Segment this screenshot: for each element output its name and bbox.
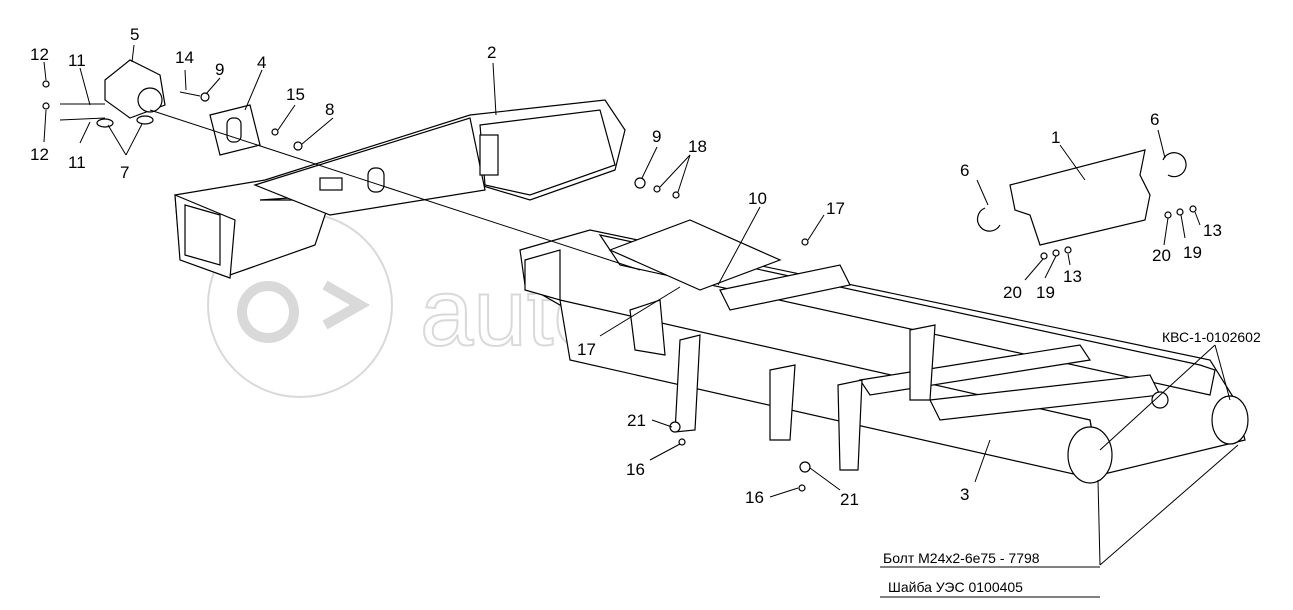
label-21-left: 21 bbox=[627, 411, 646, 430]
label-19-right: 19 bbox=[1183, 243, 1202, 262]
note-kbc: КВС-1-0102602 bbox=[1162, 329, 1261, 345]
label-4: 4 bbox=[257, 53, 266, 72]
label-18: 18 bbox=[688, 137, 707, 156]
label-11-bottom: 11 bbox=[68, 153, 86, 172]
label-2: 2 bbox=[487, 43, 496, 62]
label-17-top: 17 bbox=[826, 199, 845, 218]
label-13-left: 13 bbox=[1063, 267, 1082, 286]
label-14: 14 bbox=[175, 48, 194, 67]
note-washer: Шайба УЭС 0100405 bbox=[888, 579, 1023, 595]
part-notes: КВС-1-0102602 Болт М24х2-6е75 - 7798 Шай… bbox=[883, 329, 1261, 595]
label-1: 1 bbox=[1051, 128, 1060, 147]
alignment-line bbox=[149, 109, 641, 271]
label-20-right: 20 bbox=[1152, 246, 1171, 265]
label-7: 7 bbox=[120, 163, 129, 182]
hardware-points bbox=[634, 177, 1197, 492]
label-12-bottom: 12 bbox=[30, 145, 49, 164]
label-16-left: 16 bbox=[626, 460, 645, 479]
leader-lines bbox=[43, 44, 1239, 598]
label-15: 15 bbox=[286, 85, 305, 104]
note-bolt: Болт М24х2-6е75 - 7798 bbox=[883, 550, 1040, 566]
part-labels: 5 2 12 11 14 9 4 15 8 12 11 7 9 18 10 17… bbox=[30, 25, 1222, 509]
label-5: 5 bbox=[130, 25, 139, 44]
label-9-left: 9 bbox=[215, 60, 224, 79]
label-6-right: 6 bbox=[1150, 110, 1159, 129]
label-21-right: 21 bbox=[840, 490, 859, 509]
label-12-top: 12 bbox=[30, 45, 49, 64]
main-frame bbox=[519, 219, 1249, 484]
label-11-top: 11 bbox=[68, 51, 86, 70]
label-19-left: 19 bbox=[1036, 283, 1055, 302]
hitch-mount-cluster bbox=[42, 59, 303, 156]
platform-step-assembly bbox=[174, 99, 626, 279]
cover-plate bbox=[976, 149, 1187, 246]
label-6-left: 6 bbox=[960, 161, 969, 180]
label-10: 10 bbox=[748, 189, 767, 208]
label-16-right: 16 bbox=[745, 488, 764, 507]
label-13-right: 13 bbox=[1203, 221, 1222, 240]
label-3: 3 bbox=[960, 485, 969, 504]
label-8: 8 bbox=[325, 100, 334, 119]
label-9-right: 9 bbox=[652, 127, 661, 146]
label-20-left: 20 bbox=[1003, 283, 1022, 302]
label-17-bottom: 17 bbox=[577, 340, 596, 359]
